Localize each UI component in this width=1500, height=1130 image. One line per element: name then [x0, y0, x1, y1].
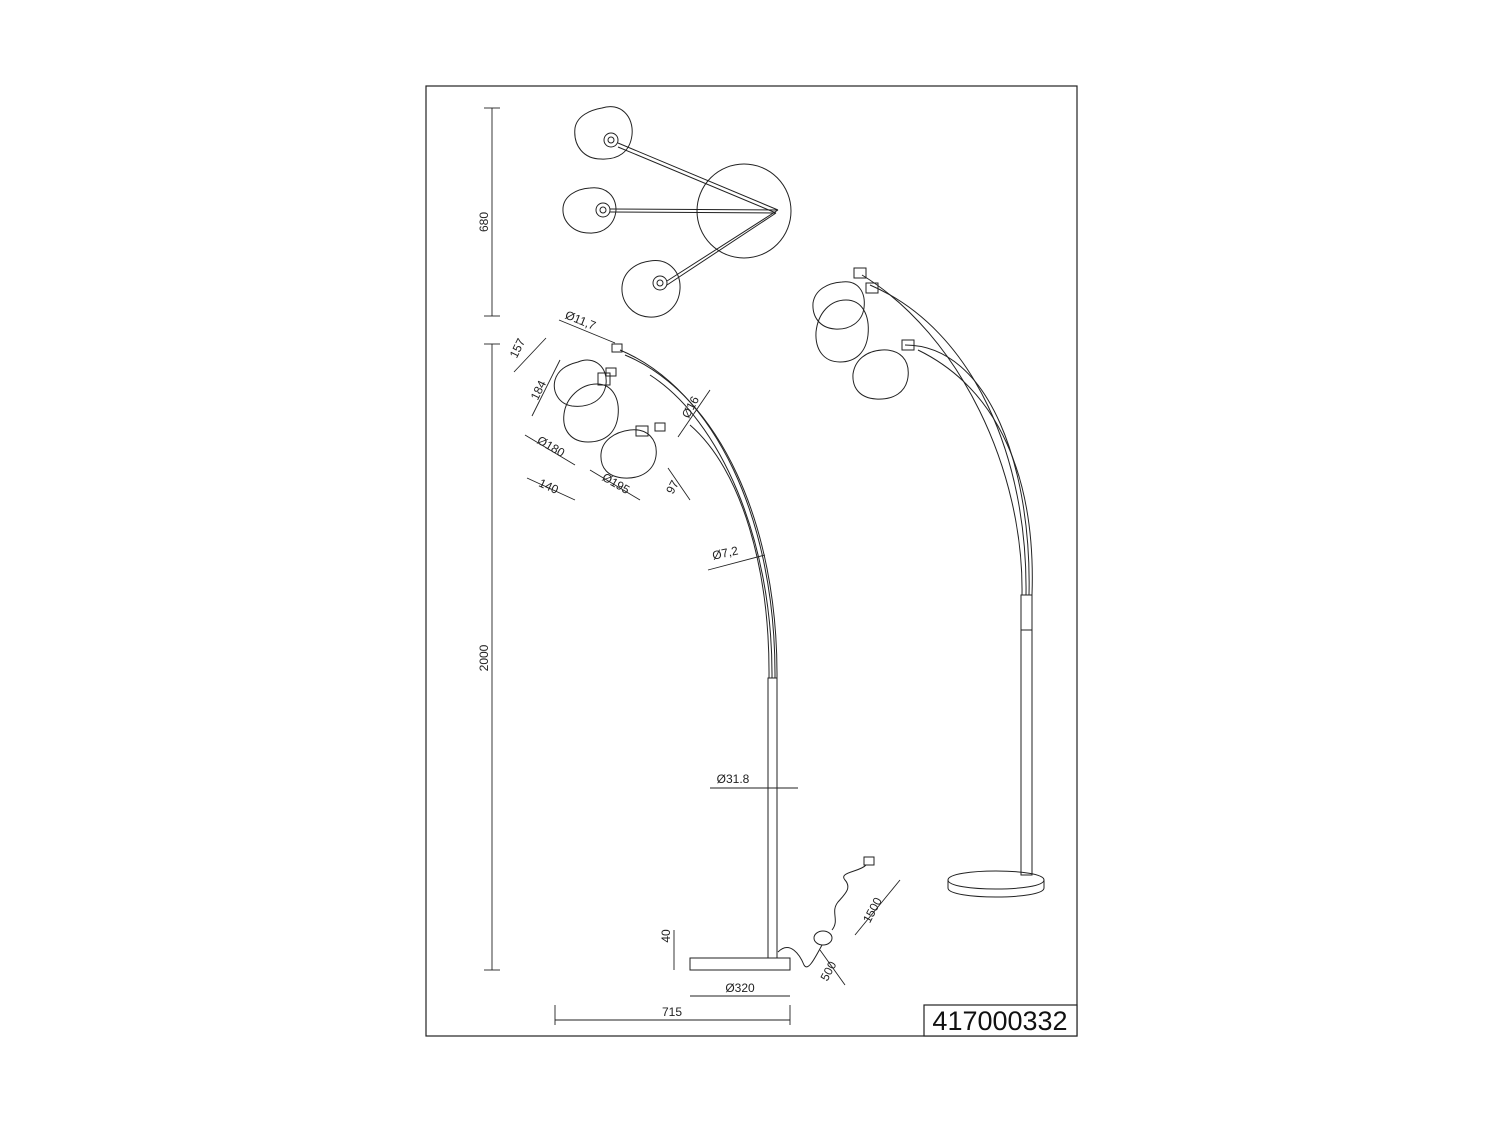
product-code: 417000332 — [932, 1006, 1067, 1036]
front-view-base — [689, 957, 791, 971]
dimension-label-arm-lower: Ø7,2 — [711, 543, 740, 562]
dimension-label-2000: 2000 — [477, 644, 491, 671]
front-view-cable — [777, 944, 823, 968]
dimension-label-157: 157 — [507, 336, 529, 360]
top-view — [562, 106, 792, 318]
dimension-label-680: 680 — [477, 212, 491, 232]
product-code-box — [923, 1004, 1078, 1037]
top-view-base-circle — [696, 163, 792, 259]
top-view-shade-1 — [574, 106, 633, 160]
top-view-shade-2 — [562, 187, 617, 234]
perspective-shade-1 — [812, 281, 865, 330]
front-view-switch — [813, 930, 833, 946]
dimension-label-40: 40 — [659, 929, 673, 943]
top-view-arm-1 — [617, 142, 779, 214]
dimension-label-1500: 1500 — [860, 895, 885, 925]
front-view-pole — [767, 677, 778, 959]
front-view-arm-lower — [689, 424, 770, 679]
front-view-plug — [863, 856, 875, 866]
dimension-label-base-diameter: Ø320 — [725, 981, 755, 995]
dimension-label-97: 97 — [663, 478, 682, 497]
dimension-label-715: 715 — [662, 1005, 682, 1019]
dimension-label-140: 140 — [537, 476, 561, 497]
drawing-frame — [425, 85, 1078, 1037]
front-view-shade-1 — [553, 359, 607, 407]
perspective-arm-1 — [861, 274, 1023, 596]
front-view — [553, 343, 875, 971]
front-view-shade-2 — [563, 383, 619, 443]
perspective-shade-2 — [815, 299, 869, 363]
front-view-cable-coil — [831, 864, 867, 931]
top-view-arm-2 — [609, 208, 779, 214]
front-view-arm-upper — [619, 349, 776, 679]
perspective-shade-3 — [852, 349, 909, 400]
top-view-shade-3 — [621, 260, 681, 318]
dimension-label-500: 500 — [818, 959, 840, 984]
front-view-arm-middle — [649, 374, 773, 679]
top-view-arm-3 — [666, 209, 779, 286]
dimension-label-pole-diameter: Ø31.8 — [717, 772, 750, 786]
perspective-view — [812, 267, 1045, 898]
front-view-shade-3 — [600, 429, 657, 479]
perspective-arm-2 — [904, 344, 1030, 596]
dimension-label-shade-diameter-a: Ø180 — [535, 433, 568, 460]
dimension-680 — [484, 107, 500, 317]
front-view-dimension-lines — [484, 319, 901, 1025]
dimension-label-184: 184 — [528, 378, 550, 402]
perspective-base — [947, 870, 1045, 898]
perspective-pole — [1020, 594, 1033, 876]
